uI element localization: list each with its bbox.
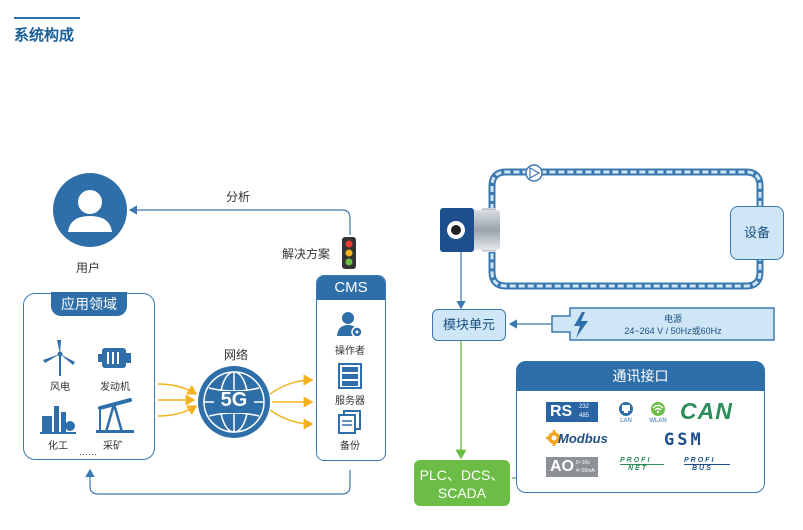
user-label: 用户 [76, 261, 101, 275]
profinet-top: PROFI [620, 457, 664, 465]
feedback-arrow [85, 468, 351, 495]
profibus-bottom: BUS [692, 465, 713, 472]
engine-icon [98, 348, 131, 368]
app-item-chemical: 化工 [48, 441, 68, 452]
app-item-mining: 采矿 [103, 441, 123, 452]
plc-line1: PLC、DCS、 [419, 467, 505, 483]
analysis-label: 分析 [226, 190, 251, 204]
globe-5g-icon [198, 366, 270, 438]
cms-item-backup: 备份 [340, 441, 360, 452]
cms-item-server: 服务器 [335, 396, 365, 407]
sensor-icon [440, 208, 500, 252]
page-title: 系统构成 [14, 27, 75, 44]
operator-icon [337, 312, 363, 338]
can-logo: CAN [680, 398, 733, 424]
wind-turbine-icon [43, 340, 75, 376]
gsm-logo: GSM [664, 430, 704, 450]
application-panel [23, 293, 155, 460]
module-unit-box: 模块单元 [432, 309, 506, 341]
lan-icon [619, 402, 633, 416]
network-badge: 5G [220, 389, 248, 411]
analysis-arrow [128, 205, 351, 235]
power-title: 电源 [663, 314, 682, 324]
profinet-bottom: NET [628, 465, 648, 472]
application-title: 应用领域 [51, 292, 127, 316]
wlan-icon [651, 402, 665, 416]
plc-line2: SCADA [437, 485, 487, 501]
plc-box: PLC、DCS、 SCADA [414, 460, 510, 506]
profibus-top: PROFI [684, 457, 730, 465]
header-rule [14, 17, 80, 19]
user-icon [53, 173, 127, 247]
traffic-light-icon [342, 237, 356, 269]
app-item-engine: 发动机 [100, 382, 130, 393]
ao-sub2: 4~20mA [576, 468, 595, 474]
network-label: 网络 [224, 348, 249, 362]
rs-sub2: 485 [579, 413, 590, 419]
pumpjack-icon [96, 398, 134, 433]
server-icon [338, 363, 362, 389]
comm-title: 通讯接口 [516, 361, 765, 391]
equipment-box: 设备 [730, 206, 784, 260]
chemical-plant-icon [40, 406, 76, 434]
modbus-logo: Modbus [558, 431, 608, 446]
power-spec: 24~264 V / 50Hz或60Hz [624, 326, 722, 336]
power-supply-box [551, 307, 775, 341]
backup-icon [338, 410, 361, 434]
ao-sub1: 0~10v [576, 460, 590, 466]
profinet-logo: PROFI NET [620, 457, 664, 477]
pump-icon [525, 164, 543, 182]
cms-title: CMS [317, 276, 385, 300]
lightning-icon [574, 312, 588, 338]
ao-main: AO [550, 458, 574, 475]
app-more: …… [79, 447, 97, 457]
app-item-wind: 风电 [50, 382, 70, 393]
solution-label: 解决方案 [282, 247, 331, 261]
cms-item-operator: 操作者 [335, 346, 365, 357]
rs-sub1: 232 [579, 404, 590, 410]
modbus-gear-icon [546, 430, 562, 446]
lan-label: LAN [620, 418, 632, 424]
rs-logo: RS 232 485 [546, 402, 598, 422]
wlan-label: WLAN [649, 418, 667, 424]
ao-logo: AO 0~10v 4~20mA [546, 457, 598, 477]
rs-main: RS [550, 403, 573, 420]
profibus-logo: PROFI BUS [684, 457, 730, 477]
